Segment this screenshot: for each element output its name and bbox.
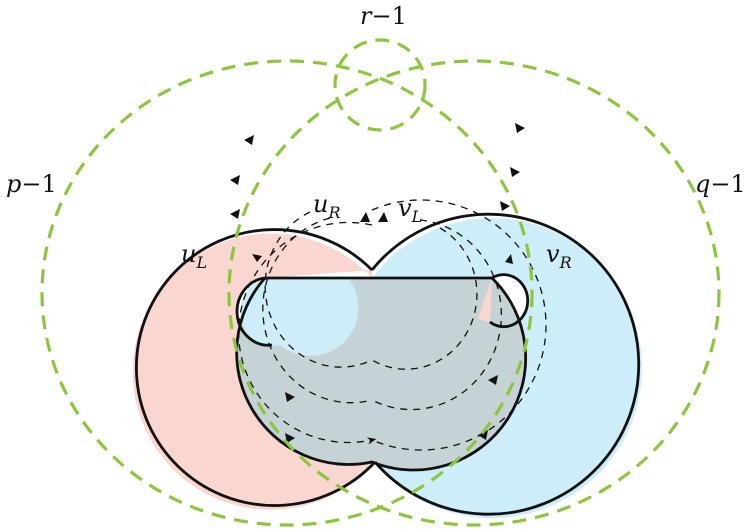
arrow-bottom-left-1 <box>285 433 295 443</box>
arrow-top-right <box>515 123 525 133</box>
label-r: r−1 <box>360 2 407 30</box>
right-guide-outer <box>371 199 547 451</box>
arrow-vL <box>378 212 388 222</box>
left-outer-edge <box>135 228 377 507</box>
right-guide-mid <box>371 219 502 411</box>
label-uR: uR <box>313 190 341 222</box>
right-guide-inner <box>371 227 478 370</box>
lower-disk-edge <box>235 277 528 472</box>
curve-q-circle <box>227 59 721 527</box>
label-q: q−1 <box>695 170 745 198</box>
label-uL: uL <box>181 240 207 272</box>
arrow-uL <box>252 254 262 262</box>
left-guide-mid <box>262 217 373 404</box>
left-hole-edge <box>235 276 273 347</box>
label-p: p−1 <box>6 170 57 198</box>
arrow-bottom-right-1 <box>478 430 488 440</box>
left-guide-inner <box>264 211 373 368</box>
arrow-bottom-left-2 <box>285 392 295 402</box>
right-hole-edge <box>489 273 530 329</box>
right-outer-edge <box>370 212 641 516</box>
arrow-top-left <box>244 135 254 145</box>
right-hole-sliver <box>478 278 492 322</box>
arrow-left-inner-2 <box>230 209 240 219</box>
label-vL: vL <box>398 194 422 226</box>
arrow-uR <box>360 212 370 222</box>
arrow-right-inner-2 <box>500 201 510 211</box>
curve-r-circle <box>333 38 427 132</box>
arrow-bottom-right-2 <box>488 375 498 385</box>
arrow-right-inner-1 <box>510 167 520 177</box>
label-vR: vR <box>546 240 572 272</box>
arrow-left-inner-1 <box>230 175 240 185</box>
arrow-vR <box>505 254 513 264</box>
inner-blue-patch <box>240 278 359 356</box>
curve-p-circle <box>40 59 534 527</box>
